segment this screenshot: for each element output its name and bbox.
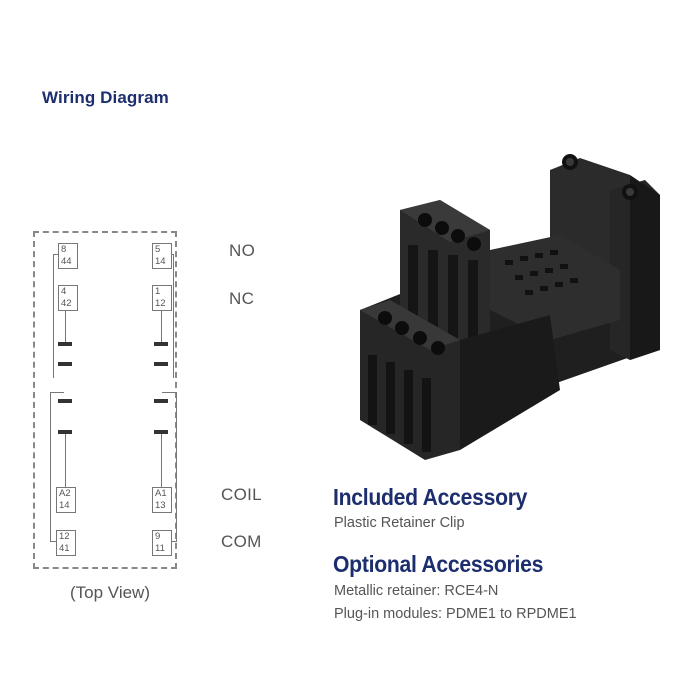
right-contact-3 bbox=[154, 399, 168, 403]
right-outer-wire-bottom-stub bbox=[162, 392, 176, 393]
terminal-a1-13: A1 13 bbox=[152, 487, 172, 513]
left-contact-3 bbox=[58, 399, 72, 403]
page-title: Wiring Diagram bbox=[42, 88, 169, 107]
terminal-a2-14: A2 14 bbox=[56, 487, 76, 513]
terminal-number: 13 bbox=[155, 499, 166, 511]
label-com: COM bbox=[221, 532, 262, 551]
relay-socket-image bbox=[360, 154, 660, 460]
terminal-number: 9 bbox=[155, 531, 161, 542]
left-outer-wire-top bbox=[53, 254, 54, 378]
terminal-5-14: 5 14 bbox=[152, 243, 172, 269]
right-coil-wire bbox=[161, 434, 162, 488]
optional-accessories-title: Optional Accessories bbox=[333, 551, 544, 577]
terminal-12-41: 12 41 bbox=[56, 530, 76, 556]
left-outer-wire-top-stub bbox=[53, 254, 59, 255]
terminal-number: A2 bbox=[59, 488, 71, 499]
left-outer-wire-bottom bbox=[50, 392, 51, 542]
terminal-number: 12 bbox=[59, 531, 70, 542]
right-contact-1 bbox=[154, 342, 168, 346]
right-outer-wire-top bbox=[173, 254, 174, 378]
terminal-number: 12 bbox=[155, 297, 166, 309]
terminal-number: 11 bbox=[155, 542, 165, 554]
terminal-9-11: 9 11 bbox=[152, 530, 172, 556]
optional-accessory-item: Metallic retainer: RCE4-N bbox=[334, 583, 499, 599]
terminal-number: 4 bbox=[61, 286, 67, 297]
left-outer-wire-bottom-stub2 bbox=[50, 541, 59, 542]
label-nc: NC bbox=[229, 289, 255, 308]
terminal-number: 42 bbox=[61, 297, 72, 309]
included-accessory-title: Included Accessory bbox=[333, 484, 528, 510]
diagram-caption: (Top View) bbox=[70, 583, 150, 602]
terminal-number: A1 bbox=[155, 488, 167, 499]
terminal-number: 8 bbox=[61, 244, 67, 255]
terminal-number: 41 bbox=[59, 542, 70, 554]
left-contact-1 bbox=[58, 342, 72, 346]
terminal-number: 1 bbox=[155, 286, 161, 297]
terminal-4-42: 4 42 bbox=[58, 285, 78, 311]
terminal-number: 5 bbox=[155, 244, 161, 255]
terminal-8-44: 8 44 bbox=[58, 243, 78, 269]
included-accessory-item: Plastic Retainer Clip bbox=[334, 515, 465, 531]
left-outer-wire-bottom-stub bbox=[50, 392, 64, 393]
terminal-number: 44 bbox=[61, 255, 72, 267]
right-contact-4 bbox=[154, 430, 168, 434]
left-contact-4 bbox=[58, 430, 72, 434]
terminal-1-12: 1 12 bbox=[152, 285, 172, 311]
right-outer-wire-bottom bbox=[176, 392, 177, 542]
label-coil: COIL bbox=[221, 485, 262, 504]
terminal-number: 14 bbox=[155, 255, 166, 267]
left-nc-wire bbox=[65, 310, 66, 342]
terminal-number: 14 bbox=[59, 499, 70, 511]
left-coil-wire bbox=[65, 434, 66, 488]
label-no: NO bbox=[229, 241, 256, 260]
optional-accessory-item: Plug-in modules: PDME1 to RPDME1 bbox=[334, 606, 577, 622]
right-nc-wire bbox=[161, 310, 162, 342]
right-contact-2 bbox=[154, 362, 168, 366]
left-contact-2 bbox=[58, 362, 72, 366]
